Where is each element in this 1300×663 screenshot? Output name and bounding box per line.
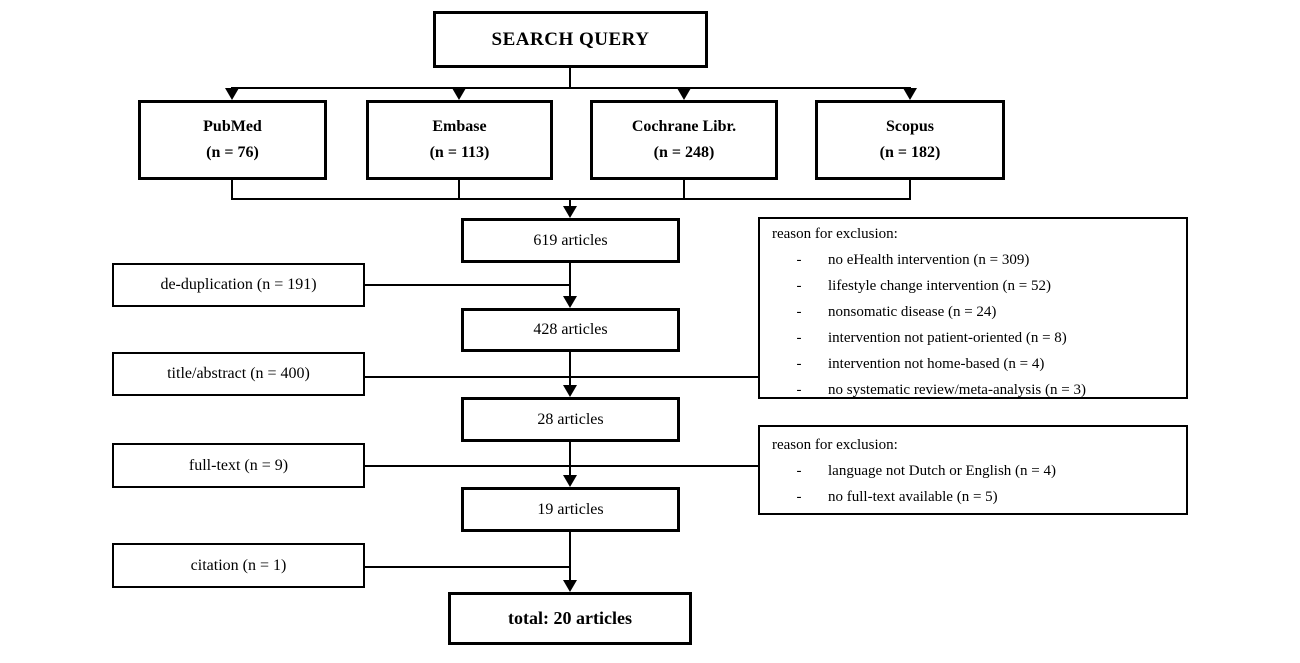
removal-label: title/abstract (n = 400)	[167, 365, 310, 382]
bullet-dash: -	[796, 304, 802, 320]
exclusion-item-text: intervention not home-based (n = 4)	[828, 356, 1045, 372]
arrowhead-to-pubmed	[225, 88, 239, 100]
exclusion-header: reason for exclusion:	[772, 226, 898, 242]
bullet-dash: -	[796, 278, 802, 294]
connector-top-bus	[231, 87, 911, 89]
search-query-box: SEARCH QUERY	[433, 11, 708, 68]
connector-embase-down	[458, 178, 460, 200]
arrowhead-to-19	[563, 475, 577, 487]
database-name: Cochrane Libr.	[631, 118, 737, 135]
database-name: PubMed	[203, 118, 262, 135]
stage-box-19: 19 articles	[461, 487, 680, 532]
database-count: (n = 113)	[429, 144, 490, 161]
connector-619-to-428	[569, 263, 571, 297]
connector-428-to-28	[569, 352, 571, 386]
exclusion-box-2: reason for exclusion: - language not Dut…	[758, 425, 1188, 515]
connector-dedup-branch	[365, 284, 571, 286]
arrowhead-to-619	[563, 206, 577, 218]
bullet-dash: -	[796, 489, 802, 505]
arrowhead-to-scopus	[903, 88, 917, 100]
arrowhead-to-embase	[452, 88, 466, 100]
stage-box-619: 619 articles	[461, 218, 680, 263]
exclusion-item: - lifestyle change intervention (n = 52)	[772, 273, 1178, 299]
removal-box-deduplication: de-duplication (n = 191)	[112, 263, 365, 307]
total-label: total: 20 articles	[508, 608, 632, 628]
exclusion-item: - intervention not home-based (n = 4)	[772, 351, 1178, 377]
search-query-label: SEARCH QUERY	[491, 28, 650, 50]
database-count: (n = 76)	[206, 144, 259, 161]
bullet-dash: -	[796, 330, 802, 346]
arrowhead-to-total	[563, 580, 577, 592]
stage-label: 19 articles	[537, 500, 604, 518]
exclusion-box-1: reason for exclusion: - no eHealth inter…	[758, 217, 1188, 399]
exclusion-item-text: language not Dutch or English (n = 4)	[828, 463, 1056, 479]
bullet-dash: -	[796, 463, 802, 479]
removal-box-fulltext: full-text (n = 9)	[112, 443, 365, 488]
connector-bus-to-619	[569, 198, 571, 207]
exclusion-item: - no full-text available (n = 5)	[772, 484, 1178, 510]
exclusion-item-text: no systematic review/meta-analysis (n = …	[828, 382, 1086, 398]
connector-bottom-bus	[231, 198, 911, 200]
removal-box-title-abstract: title/abstract (n = 400)	[112, 352, 365, 396]
bullet-dash: -	[796, 382, 802, 398]
connector-search-to-bus	[569, 66, 571, 88]
exclusion-item-text: lifestyle change intervention (n = 52)	[828, 278, 1051, 294]
database-count: (n = 182)	[879, 144, 941, 161]
total-box: total: 20 articles	[448, 592, 692, 645]
stage-label: 619 articles	[533, 231, 608, 249]
exclusion-item: - language not Dutch or English (n = 4)	[772, 458, 1178, 484]
connector-fulltext-branch	[365, 465, 758, 467]
removal-label: full-text (n = 9)	[188, 456, 289, 474]
bullet-dash: -	[796, 356, 802, 372]
stage-label: 28 articles	[537, 410, 604, 428]
exclusion-item: - no eHealth intervention (n = 309)	[772, 247, 1178, 273]
database-box-embase: Embase (n = 113)	[366, 100, 553, 180]
exclusion-item: - nonsomatic disease (n = 24)	[772, 299, 1178, 325]
bullet-dash: -	[796, 252, 802, 268]
exclusion-item: - no systematic review/meta-analysis (n …	[772, 377, 1178, 403]
database-name: Scopus	[885, 118, 935, 135]
arrowhead-to-cochrane	[677, 88, 691, 100]
database-box-cochrane: Cochrane Libr. (n = 248)	[590, 100, 778, 180]
arrowhead-to-428	[563, 296, 577, 308]
stage-label: 428 articles	[533, 321, 608, 338]
connector-28-to-19	[569, 442, 571, 476]
connector-19-to-total	[569, 532, 571, 581]
connector-pubmed-down	[231, 178, 233, 200]
database-count: (n = 248)	[653, 144, 715, 161]
arrowhead-to-28	[563, 385, 577, 397]
removal-label: citation (n = 1)	[190, 556, 287, 574]
stage-box-28: 28 articles	[461, 397, 680, 442]
exclusion-item-text: nonsomatic disease (n = 24)	[828, 304, 997, 320]
exclusion-item-text: no eHealth intervention (n = 309)	[828, 252, 1030, 268]
database-box-scopus: Scopus (n = 182)	[815, 100, 1005, 180]
connector-scopus-down	[909, 178, 911, 200]
exclusion-header: reason for exclusion:	[772, 437, 898, 453]
database-name: Embase	[432, 118, 487, 135]
stage-box-428: 428 articles	[461, 308, 680, 352]
connector-titleabstract-branch	[365, 376, 758, 378]
connector-citation-branch	[365, 566, 571, 568]
exclusion-item: - intervention not patient-oriented (n =…	[772, 325, 1178, 351]
removal-label: de-duplication (n = 191)	[160, 276, 317, 293]
exclusion-item-text: no full-text available (n = 5)	[828, 489, 998, 505]
connector-cochrane-down	[683, 178, 685, 200]
exclusion-item-text: intervention not patient-oriented (n = 8…	[828, 330, 1067, 346]
removal-box-citation: citation (n = 1)	[112, 543, 365, 588]
database-box-pubmed: PubMed (n = 76)	[138, 100, 327, 180]
